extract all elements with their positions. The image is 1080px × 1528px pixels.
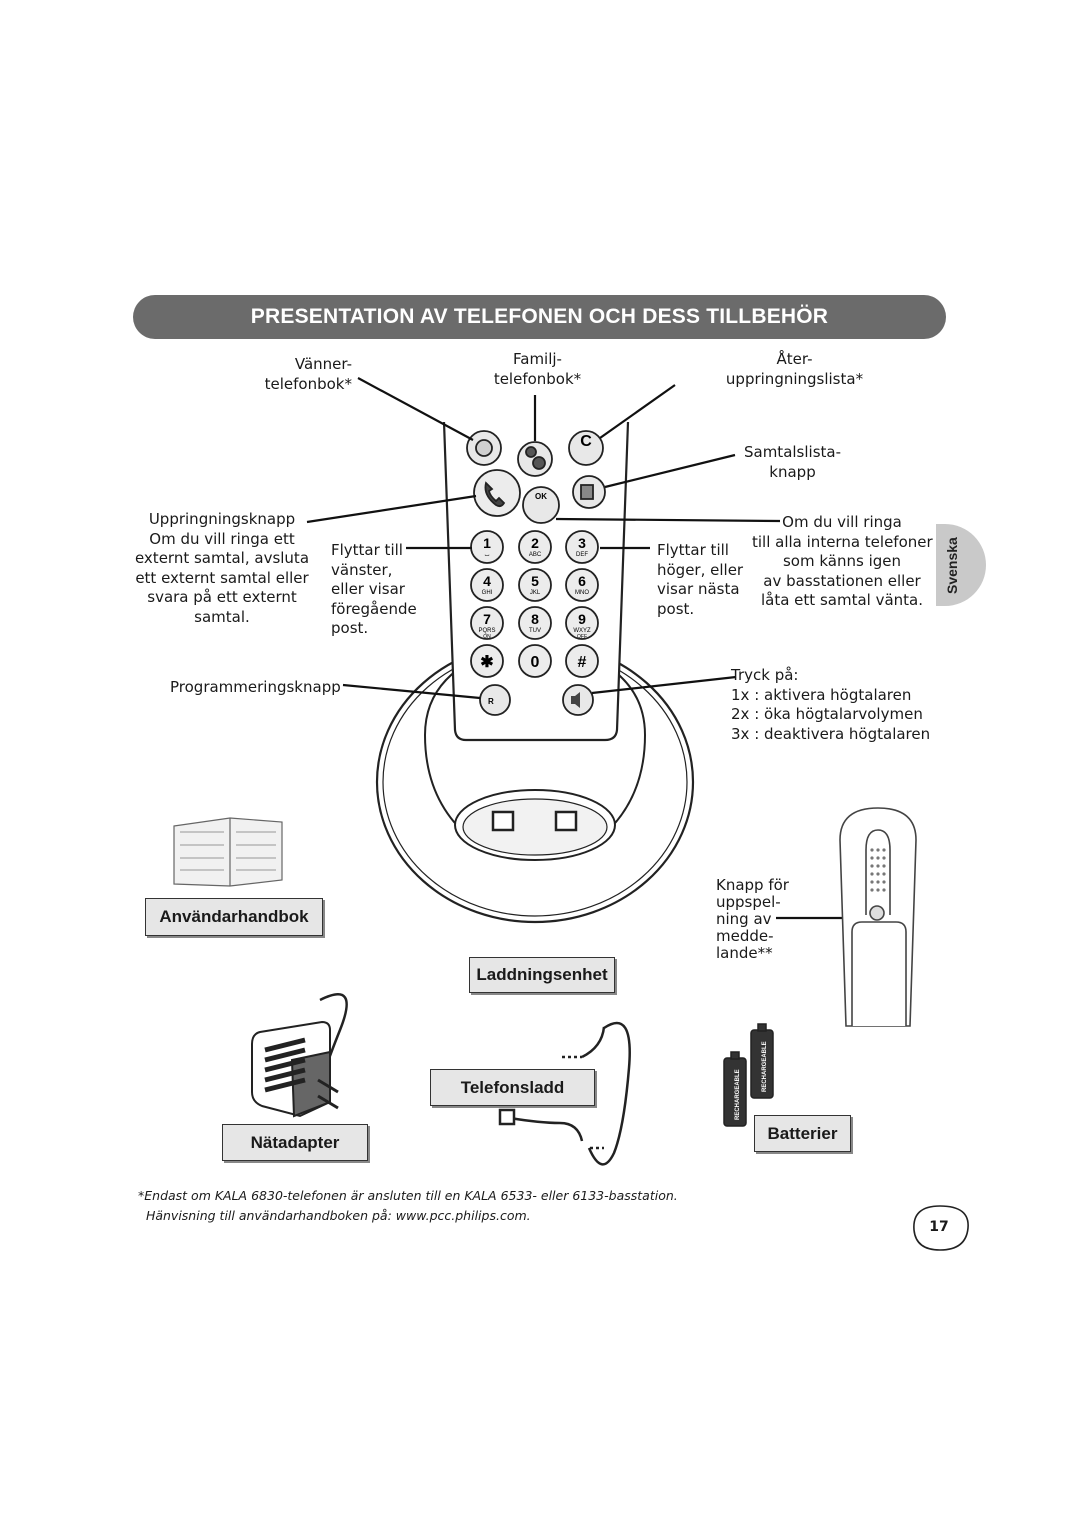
key-9	[565, 606, 599, 640]
key-letters-5: JKL	[530, 590, 541, 596]
c-key-label: C	[580, 433, 592, 450]
key-12	[565, 644, 599, 678]
manual-illustration	[173, 817, 283, 887]
r-key-label: R	[488, 697, 494, 706]
key-digit-12: #	[578, 654, 587, 671]
key-7	[470, 606, 504, 640]
label-dial-key: Uppringningsknapp Om du vill ringa ett e…	[134, 510, 310, 626]
key-10	[470, 644, 504, 678]
key-11	[518, 644, 552, 678]
label-move-left: Flyttar till vänster, eller visar föregå…	[331, 541, 417, 637]
label-speaker-key: Tryck på: 1x : aktivera högtalaren 2x : …	[731, 666, 931, 743]
ok-key-label: OK	[535, 492, 547, 501]
key-digit-1: 1	[483, 535, 491, 551]
label-intercom: Om du vill ringa till alla interna telef…	[752, 513, 933, 609]
accessory-batteries: Batterier	[754, 1115, 851, 1152]
page-title: PRESENTATION AV TELEFONEN OCH DESS TILLB…	[133, 295, 946, 339]
redial-key	[568, 430, 604, 466]
handset-back	[839, 807, 917, 1027]
leader-friends	[357, 377, 474, 441]
label-programming-key: Programmeringsknapp	[170, 678, 341, 696]
key-digit-4: 4	[483, 573, 491, 589]
ok-intercom-key	[522, 486, 560, 524]
accessory-adapter: Nätadapter	[222, 1124, 368, 1161]
key-3	[565, 530, 599, 564]
key-digit-8: 8	[531, 611, 539, 627]
key-letters-3: DEF	[576, 552, 588, 558]
page-number: 17	[929, 1219, 949, 1235]
key-6	[565, 568, 599, 602]
battery-1-label: RECHARGEABLE	[735, 1069, 741, 1120]
label-friends-phonebook: Vänner- telefonbok*	[264, 355, 352, 393]
label-redial-list: Åter- uppringningslista*	[725, 350, 864, 388]
key7-on-label: ON	[483, 634, 491, 640]
key-letters-8: TUV	[529, 628, 541, 634]
programming-key	[479, 684, 511, 716]
batteries-illustration	[723, 1023, 774, 1127]
telephone-cord-illustration	[498, 1021, 631, 1166]
key9-off-label: OFF	[577, 634, 587, 640]
key-digit-6: 6	[578, 573, 586, 589]
footnotes: *Endast om KALA 6830-telefonen är anslut…	[138, 1188, 678, 1223]
key-digit-11: 0	[531, 654, 540, 671]
key-letters-1: ⌴	[485, 552, 490, 558]
key-5	[518, 568, 552, 602]
power-adapter-illustration	[251, 993, 348, 1118]
key-letters-9: WXYZ	[573, 628, 591, 634]
battery-2-label: RECHARGEABLE	[762, 1041, 768, 1092]
accessory-charger: Laddningsenhet	[469, 957, 615, 993]
key-digit-9: 9	[578, 611, 586, 627]
key-digit-5: 5	[531, 573, 539, 589]
accessory-manual: Användarhandbok	[145, 898, 323, 936]
key-letters-2: ABC	[529, 552, 542, 558]
label-move-right: Flyttar till höger, eller visar nästa po…	[657, 541, 744, 618]
key-digit-2: 2	[531, 535, 539, 551]
key-digit-3: 3	[578, 535, 586, 551]
key-letters-6: MNO	[575, 590, 589, 596]
key-2	[518, 530, 552, 564]
label-call-list-key: Samtalslista- knapp	[743, 443, 842, 481]
label-playback-key: Knapp för uppspel- ning av medde- lande*…	[716, 876, 789, 962]
dial-key	[473, 469, 521, 517]
key-digit-10: ✱	[480, 654, 493, 671]
key-digit-7: 7	[483, 611, 491, 627]
key-4	[470, 568, 504, 602]
accessory-cord: Telefonsladd	[430, 1069, 595, 1106]
key-8	[518, 606, 552, 640]
page-number-badge	[913, 1205, 969, 1251]
key-letters-4: GHI	[482, 590, 493, 596]
key-letters-7: PQRS	[478, 628, 495, 634]
label-family-phonebook: Familj- telefonbok*	[493, 350, 582, 388]
